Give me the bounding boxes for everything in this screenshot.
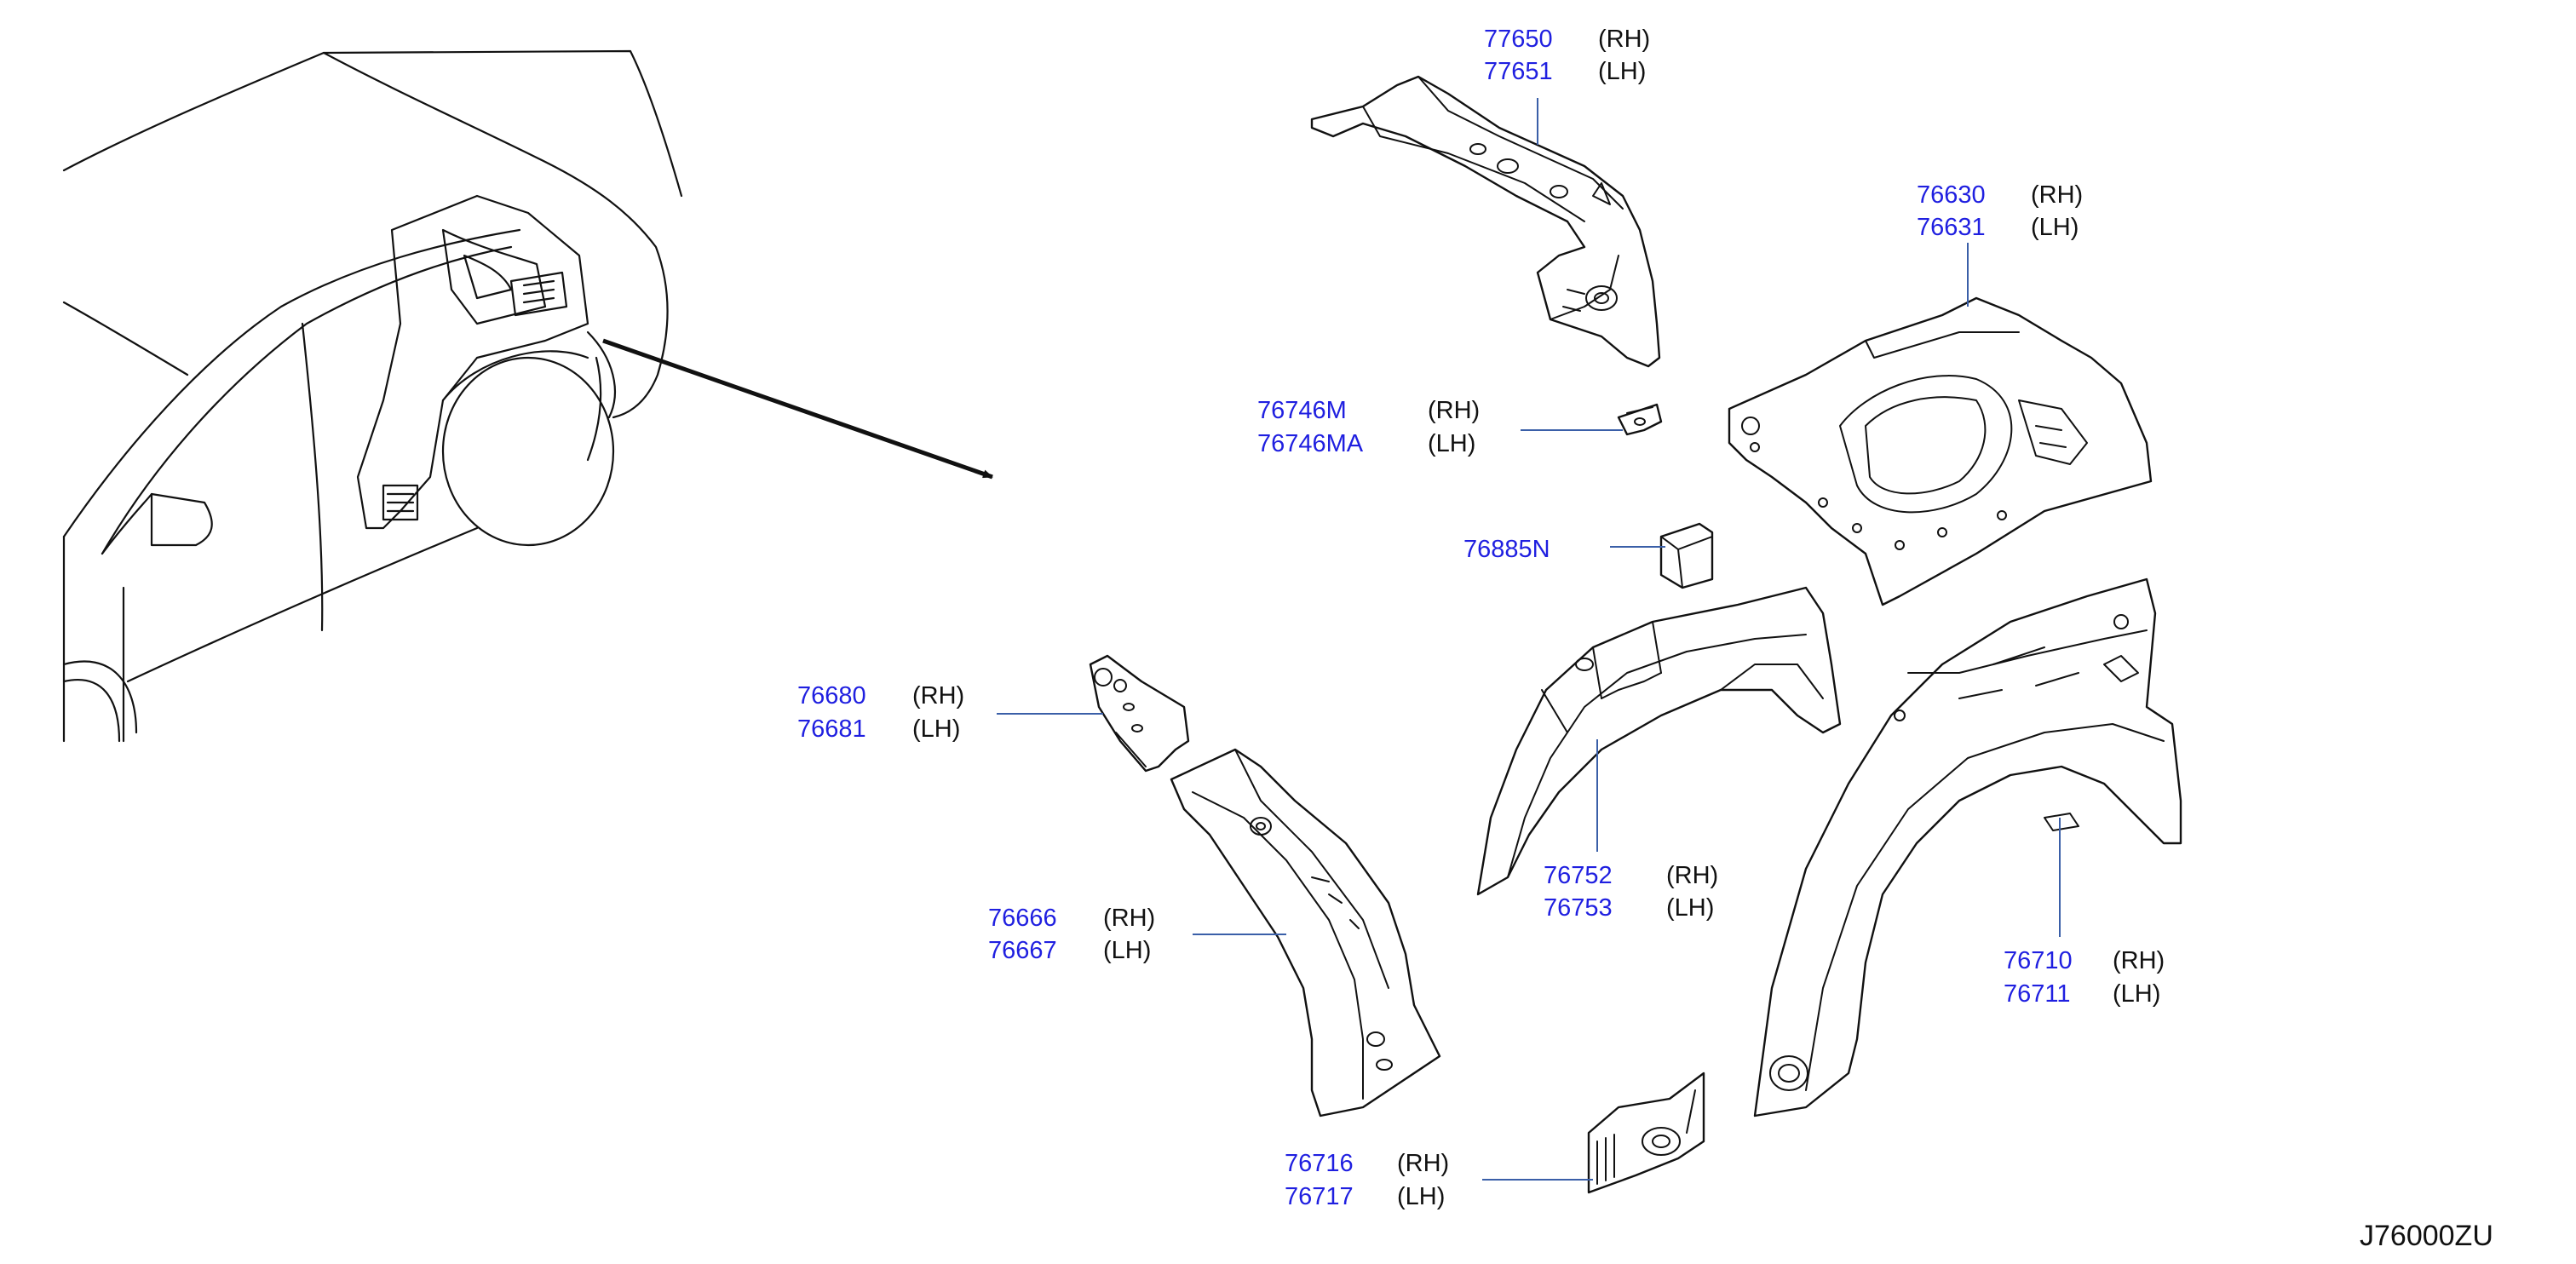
part-number-rh: 76666	[988, 905, 1057, 932]
part-76630-quarter-inner-upper	[1728, 296, 2153, 606]
side-lh: (LH)	[2031, 214, 2079, 241]
side-lh: (LH)	[1397, 1183, 1445, 1210]
side-lh: (LH)	[1103, 937, 1151, 964]
diagram-code: J76000ZU	[2360, 1220, 2493, 1252]
part-number-lh: 76711	[2004, 980, 2071, 1008]
side-rh: (RH)	[2113, 947, 2165, 974]
part-76666-pillar-lower	[1170, 748, 1441, 1117]
part-number-lh: 76667	[988, 937, 1057, 964]
side-rh: (RH)	[912, 682, 964, 710]
callout-76746m: 76746M (RH) 76746MA (LH)	[1257, 397, 1480, 457]
part-number-lh: 77651	[1484, 58, 1553, 85]
vehicle-overview-illustration	[62, 49, 683, 743]
part-76746m-bracket	[1617, 403, 1663, 436]
side-lh: (LH)	[912, 715, 960, 743]
part-76752-wheel-house-inner	[1476, 586, 1842, 896]
part-number-lh: 76631	[1917, 214, 1986, 241]
side-lh: (LH)	[1666, 894, 1714, 922]
callout-76885n: 76885N	[1463, 536, 1550, 563]
part-number-lh: 76681	[797, 715, 866, 743]
side-lh: (LH)	[2113, 980, 2160, 1008]
callout-77650: 77650 (RH) 77651 (LH)	[1484, 26, 1650, 85]
side-rh: (RH)	[2031, 181, 2083, 209]
part-number-rh: 76716	[1285, 1150, 1354, 1177]
callout-76680: 76680 (RH) 76681 (LH)	[797, 682, 964, 743]
part-number: 76885N	[1463, 536, 1550, 563]
part-number-rh: 76630	[1917, 181, 1986, 209]
part-number-lh: 76746MA	[1257, 430, 1364, 457]
callout-76666: 76666 (RH) 76667 (LH)	[988, 905, 1155, 964]
part-number-rh: 76746M	[1257, 397, 1347, 424]
callout-76630: 76630 (RH) 76631 (LH)	[1917, 181, 2083, 241]
part-76885n-block	[1659, 522, 1714, 589]
part-76680-reinforcement	[1089, 654, 1190, 773]
part-76710-wheel-arch	[1753, 577, 2182, 1117]
part-number-lh: 76753	[1544, 894, 1613, 922]
callout-76716: 76716 (RH) 76717 (LH)	[1285, 1150, 1449, 1210]
part-77650-pillar-reinforcement	[1310, 75, 1661, 368]
part-number-rh: 77650	[1484, 26, 1553, 53]
side-rh: (RH)	[1428, 397, 1480, 424]
side-rh: (RH)	[1598, 26, 1650, 53]
pointer-arrow	[602, 338, 993, 480]
side-rh: (RH)	[1103, 905, 1155, 932]
part-number-lh: 76717	[1285, 1183, 1354, 1210]
part-number-rh: 76752	[1544, 862, 1613, 889]
side-lh: (LH)	[1428, 430, 1475, 457]
part-76716-plate	[1587, 1072, 1705, 1194]
side-rh: (RH)	[1397, 1150, 1449, 1177]
callout-76752: 76752 (RH) 76753 (LH)	[1544, 862, 1718, 922]
part-number-rh: 76710	[2004, 947, 2073, 974]
side-rh: (RH)	[1666, 862, 1718, 889]
callout-76710: 76710 (RH) 76711 (LH)	[2004, 947, 2165, 1008]
side-lh: (LH)	[1598, 58, 1646, 85]
part-number-rh: 76680	[797, 682, 866, 710]
